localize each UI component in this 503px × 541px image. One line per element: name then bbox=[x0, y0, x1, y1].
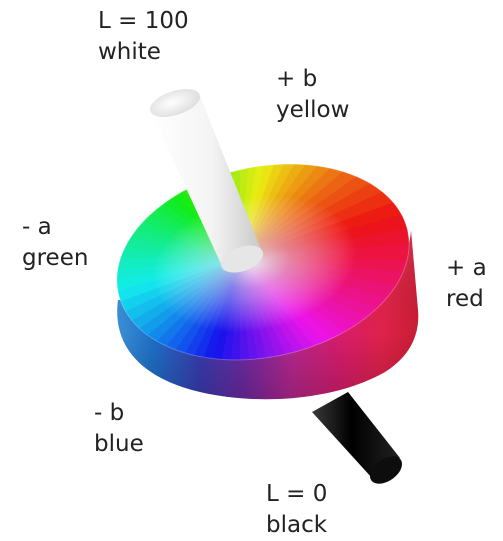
label-blue-axis: - b blue bbox=[94, 398, 144, 460]
label-blue-line1: - b bbox=[94, 400, 125, 426]
label-red-line2: red bbox=[446, 286, 484, 312]
label-yellow-line1: + b bbox=[276, 66, 318, 92]
label-green-line1: - a bbox=[22, 214, 52, 240]
label-yellow-axis: + b yellow bbox=[276, 64, 349, 126]
label-red-line1: + a bbox=[446, 255, 487, 281]
label-white-line2: white bbox=[98, 39, 161, 65]
label-white-line1: L = 100 bbox=[98, 8, 189, 34]
label-black-axis: L = 0 black bbox=[266, 479, 327, 541]
cylinder-side bbox=[117, 230, 419, 400]
label-black-line1: L = 0 bbox=[266, 481, 328, 507]
white-axis-rod bbox=[149, 89, 264, 273]
label-green-axis: - a green bbox=[22, 212, 88, 274]
label-blue-line2: blue bbox=[94, 431, 144, 457]
label-white-axis: L = 100 white bbox=[98, 6, 189, 68]
label-green-line2: green bbox=[22, 245, 89, 271]
label-red-axis: + a red bbox=[446, 253, 487, 315]
label-black-line2: black bbox=[266, 512, 328, 538]
label-yellow-line2: yellow bbox=[276, 97, 350, 123]
black-axis-rod bbox=[312, 392, 403, 484]
